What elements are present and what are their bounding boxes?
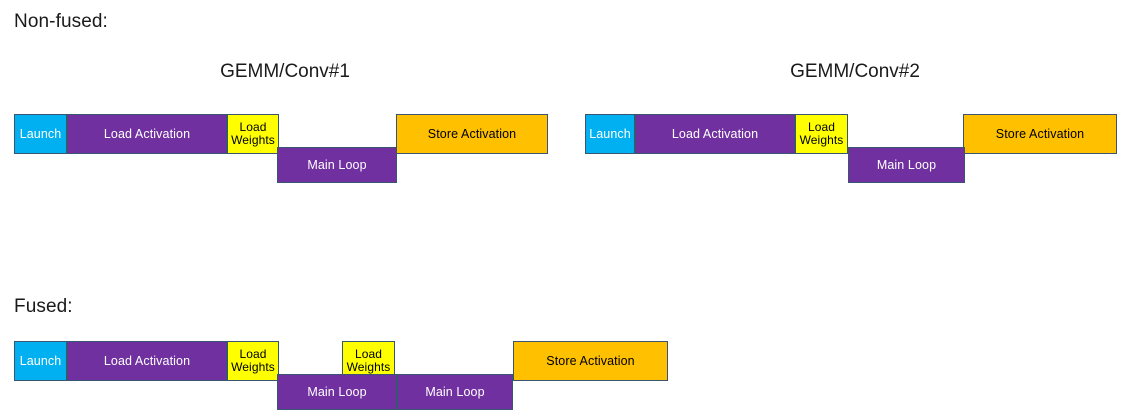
- timeline-block-load-activation: Load Activation: [67, 114, 227, 154]
- timeline-block-main-loop: Main Loop: [277, 374, 397, 410]
- timeline-block-launch: Launch: [585, 114, 635, 154]
- timeline-block-store-activation: Store Activation: [963, 114, 1117, 154]
- timeline-block-launch: Launch: [14, 341, 67, 381]
- group-title: GEMM/Conv#2: [790, 61, 920, 82]
- timeline-block-load-activation: Load Activation: [67, 341, 227, 381]
- timeline-block-main-loop: Main Loop: [848, 147, 965, 183]
- timeline-block-load-weights: Load Weights: [227, 114, 279, 154]
- group-title: GEMM/Conv#1: [220, 61, 350, 82]
- timeline-block-main-loop: Main Loop: [397, 374, 513, 410]
- timeline-block-store-activation: Store Activation: [513, 341, 668, 381]
- timeline-block-load-weights: Load Weights: [795, 114, 848, 154]
- timeline-block-launch: Launch: [14, 114, 67, 154]
- timeline-block-load-weights: Load Weights: [227, 341, 279, 381]
- timeline-block-main-loop: Main Loop: [277, 147, 397, 183]
- timeline-block-load-activation: Load Activation: [635, 114, 795, 154]
- section-label-non-fused: Non-fused:: [14, 11, 108, 32]
- timeline-block-store-activation: Store Activation: [396, 114, 548, 154]
- section-label-fused: Fused:: [14, 296, 73, 317]
